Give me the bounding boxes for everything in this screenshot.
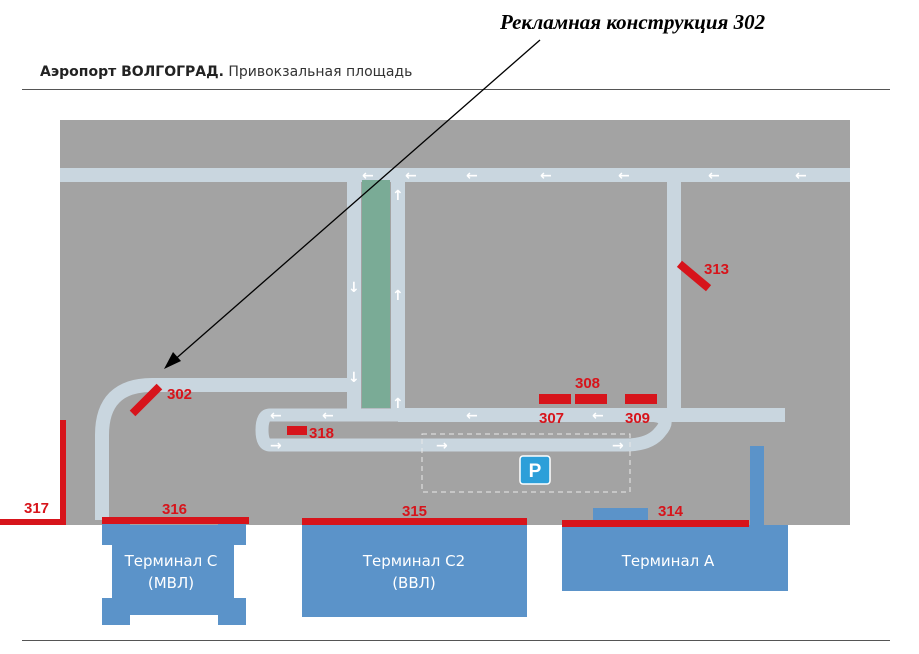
label-308: 308 — [575, 375, 600, 392]
label-309: 309 — [625, 410, 650, 427]
construction-313 — [676, 260, 712, 292]
terminal-c — [102, 518, 246, 625]
construction-307 — [539, 394, 571, 404]
arrow-left-icon: ← — [708, 168, 720, 184]
page-title: Аэропорт ВОЛГОГРАД. Привокзальная площад… — [40, 64, 412, 80]
terminal-c2 — [302, 522, 527, 617]
terminal-c-corner — [102, 598, 130, 625]
terminal-c2-type: (ВВЛ) — [392, 574, 436, 592]
arrow-left-icon: ← — [405, 168, 417, 184]
arrow-up-icon: ↑ — [392, 396, 404, 412]
construction-315 — [302, 518, 527, 525]
label-314: 314 — [658, 503, 684, 520]
label-316: 316 — [162, 501, 187, 518]
parking-label: P — [529, 461, 542, 482]
arrow-left-icon: ← — [270, 408, 282, 424]
arrow-right-icon: → — [612, 438, 624, 454]
construction-314 — [562, 520, 749, 527]
arrow-left-icon: ← — [795, 168, 807, 184]
roads — [60, 168, 850, 520]
arrow-left-icon: ← — [322, 408, 334, 424]
parking-area — [421, 433, 631, 493]
left-curve-road — [95, 378, 360, 520]
terminal-a-name: Терминал А — [621, 552, 715, 570]
arrow-left-icon: ← — [466, 408, 478, 424]
terminal-a-gallery — [750, 446, 764, 526]
label-302: 302 — [167, 386, 192, 403]
arrow-down-icon: ↓ — [348, 370, 360, 386]
label-317: 317 — [24, 500, 49, 517]
construction-317-vertical — [60, 420, 66, 525]
ad-constructions — [0, 260, 749, 527]
arrow-up-icon: ↑ — [392, 188, 404, 204]
title-bold: Аэропорт ВОЛГОГРАД. — [40, 64, 224, 80]
construction-318 — [287, 426, 307, 435]
terminal-c-type: (МВЛ) — [148, 574, 194, 592]
terminal-c-corner — [218, 598, 246, 625]
callout-label: Рекламная конструкция 302 — [500, 10, 766, 34]
label-313: 313 — [704, 261, 729, 278]
terminal-c-name: Терминал С — [124, 552, 218, 570]
title-rest: Привокзальная площадь — [223, 64, 413, 80]
top-divider — [22, 89, 890, 90]
callout-leader-line — [171, 39, 541, 363]
construction-302 — [129, 383, 163, 417]
construction-317-horizontal — [0, 519, 66, 525]
arrow-left-icon: ← — [362, 168, 374, 184]
arrow-right-icon: → — [436, 438, 448, 454]
terminal-loop — [255, 408, 672, 452]
construction-316 — [102, 517, 249, 524]
parking-sign-icon — [519, 455, 551, 485]
label-307: 307 — [539, 410, 564, 427]
arrow-right-icon: → — [270, 438, 282, 454]
arrow-left-icon: ← — [618, 168, 630, 184]
arrow-left-icon: ← — [540, 168, 552, 184]
terminal-a-body — [562, 525, 788, 591]
callout-arrowhead-icon — [164, 352, 181, 369]
terminal-c-body — [112, 525, 234, 615]
arrow-left-icon: ← — [592, 408, 604, 424]
label-315: 315 — [402, 503, 427, 520]
green-median — [362, 180, 390, 408]
terminal-c2-name: Терминал С2 — [362, 552, 465, 570]
arrow-down-icon: ↓ — [348, 280, 360, 296]
arrow-left-icon: ← — [466, 168, 478, 184]
map-ground — [60, 120, 850, 525]
construction-308 — [575, 394, 607, 404]
bottom-divider — [22, 640, 890, 641]
direction-arrows: ← ← ← ← ← ← ← ↓ ↓ ↑ ↑ ↑ ← ← ← ← → → → — [270, 168, 807, 454]
label-318: 318 — [309, 425, 334, 442]
construction-309 — [625, 394, 657, 404]
arrow-up-icon: ↑ — [392, 288, 404, 304]
